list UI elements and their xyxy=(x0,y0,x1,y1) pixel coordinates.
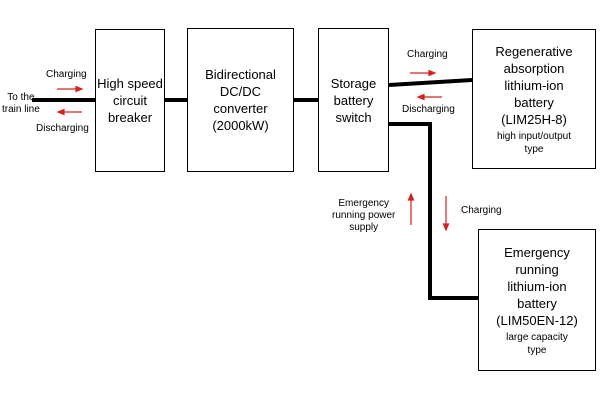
emergency-label-line: running xyxy=(515,261,559,277)
emergency-label-line: lithium-ion xyxy=(507,278,567,294)
regen-type-line: type xyxy=(524,143,544,155)
line-switch-to-regen xyxy=(388,78,473,87)
arrow-discharging-left xyxy=(56,108,82,116)
regen-label-line: lithium-ion xyxy=(504,77,564,93)
line-switch-to-emergency xyxy=(389,122,478,300)
converter-rating: (2000kW) xyxy=(212,118,269,133)
emergency-supply-label-line: running power xyxy=(332,210,396,221)
high-speed-circuit-breaker-box: High speed circuit breaker xyxy=(95,29,165,172)
converter-label-line: converter xyxy=(213,101,268,116)
train-line-label: To the train line xyxy=(2,92,40,116)
charging-label-right: Charging xyxy=(407,49,448,60)
emergency-label-line: Emergency xyxy=(504,244,570,260)
emergency-supply-label-line: supply xyxy=(349,222,379,233)
emergency-type-line: large capacity xyxy=(506,331,568,343)
regen-label-line: battery xyxy=(514,94,554,110)
arrow-emergency-supply-up xyxy=(407,192,415,225)
arrow-charging-down xyxy=(442,196,450,232)
flow-arrows xyxy=(56,69,450,232)
emergency-supply-label-line: Emergency xyxy=(338,198,389,209)
emergency-label-line: battery xyxy=(517,295,557,311)
dc-dc-converter-box: Bidirectional DC/DC converter (2000kW) xyxy=(187,28,294,172)
arrow-charging-left xyxy=(57,85,84,93)
switch-label-line: Storage xyxy=(330,75,377,91)
emergency-battery-box: Emergency running lithium-ion battery (L… xyxy=(478,229,596,371)
charging-label-down: Charging xyxy=(461,205,502,216)
breaker-label-line: circuit xyxy=(113,93,147,108)
discharging-label-right: Discharging xyxy=(402,104,455,115)
regen-model: (LIM25H-8) xyxy=(501,111,567,127)
regen-label-line: Regenerative xyxy=(495,43,573,59)
breaker-label-line: High speed xyxy=(97,76,163,91)
regenerative-battery-box: Regenerative absorption lithium-ion batt… xyxy=(472,29,596,169)
connector-lines xyxy=(32,78,478,300)
arrow-discharging-right xyxy=(416,93,442,101)
charging-label-left: Charging xyxy=(46,69,87,80)
switch-label-line: battery xyxy=(333,92,374,108)
switch-label-line: switch xyxy=(335,109,372,125)
train-line-label-line: train line xyxy=(2,104,40,115)
storage-battery-switch-box: Storage battery switch xyxy=(318,28,389,172)
converter-label-line: Bidirectional xyxy=(205,67,276,82)
emergency-model: (LIM50EN-12) xyxy=(496,312,578,328)
regen-label-line: absorption xyxy=(503,60,565,76)
emergency-supply-label: Emergency running power supply xyxy=(332,198,395,234)
train-line-label-line: To the xyxy=(7,92,35,103)
discharging-label-left: Discharging xyxy=(36,123,89,134)
breaker-label-line: breaker xyxy=(107,110,153,125)
regen-type-line: high input/output xyxy=(497,130,571,142)
emergency-type-line: type xyxy=(527,344,547,356)
converter-label-line: DC/DC xyxy=(219,84,262,99)
arrow-charging-right xyxy=(410,69,437,77)
